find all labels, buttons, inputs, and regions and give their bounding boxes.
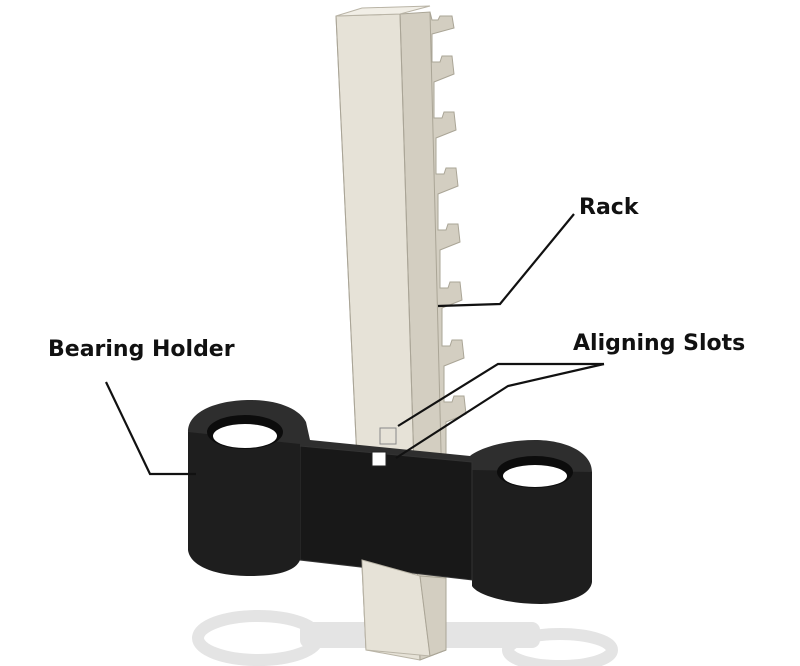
aligning-slots-label: Aligning Slots [573,331,746,356]
rack-label: Rack [579,195,639,220]
bearing-holder-label: Bearing Holder [48,337,235,362]
floor-shadow [192,610,618,666]
aligning-slot [371,451,387,467]
aligning-slot [379,427,397,445]
rack-lower [361,559,447,657]
bearing-holder-part [188,400,592,604]
leader-lines [105,213,605,476]
